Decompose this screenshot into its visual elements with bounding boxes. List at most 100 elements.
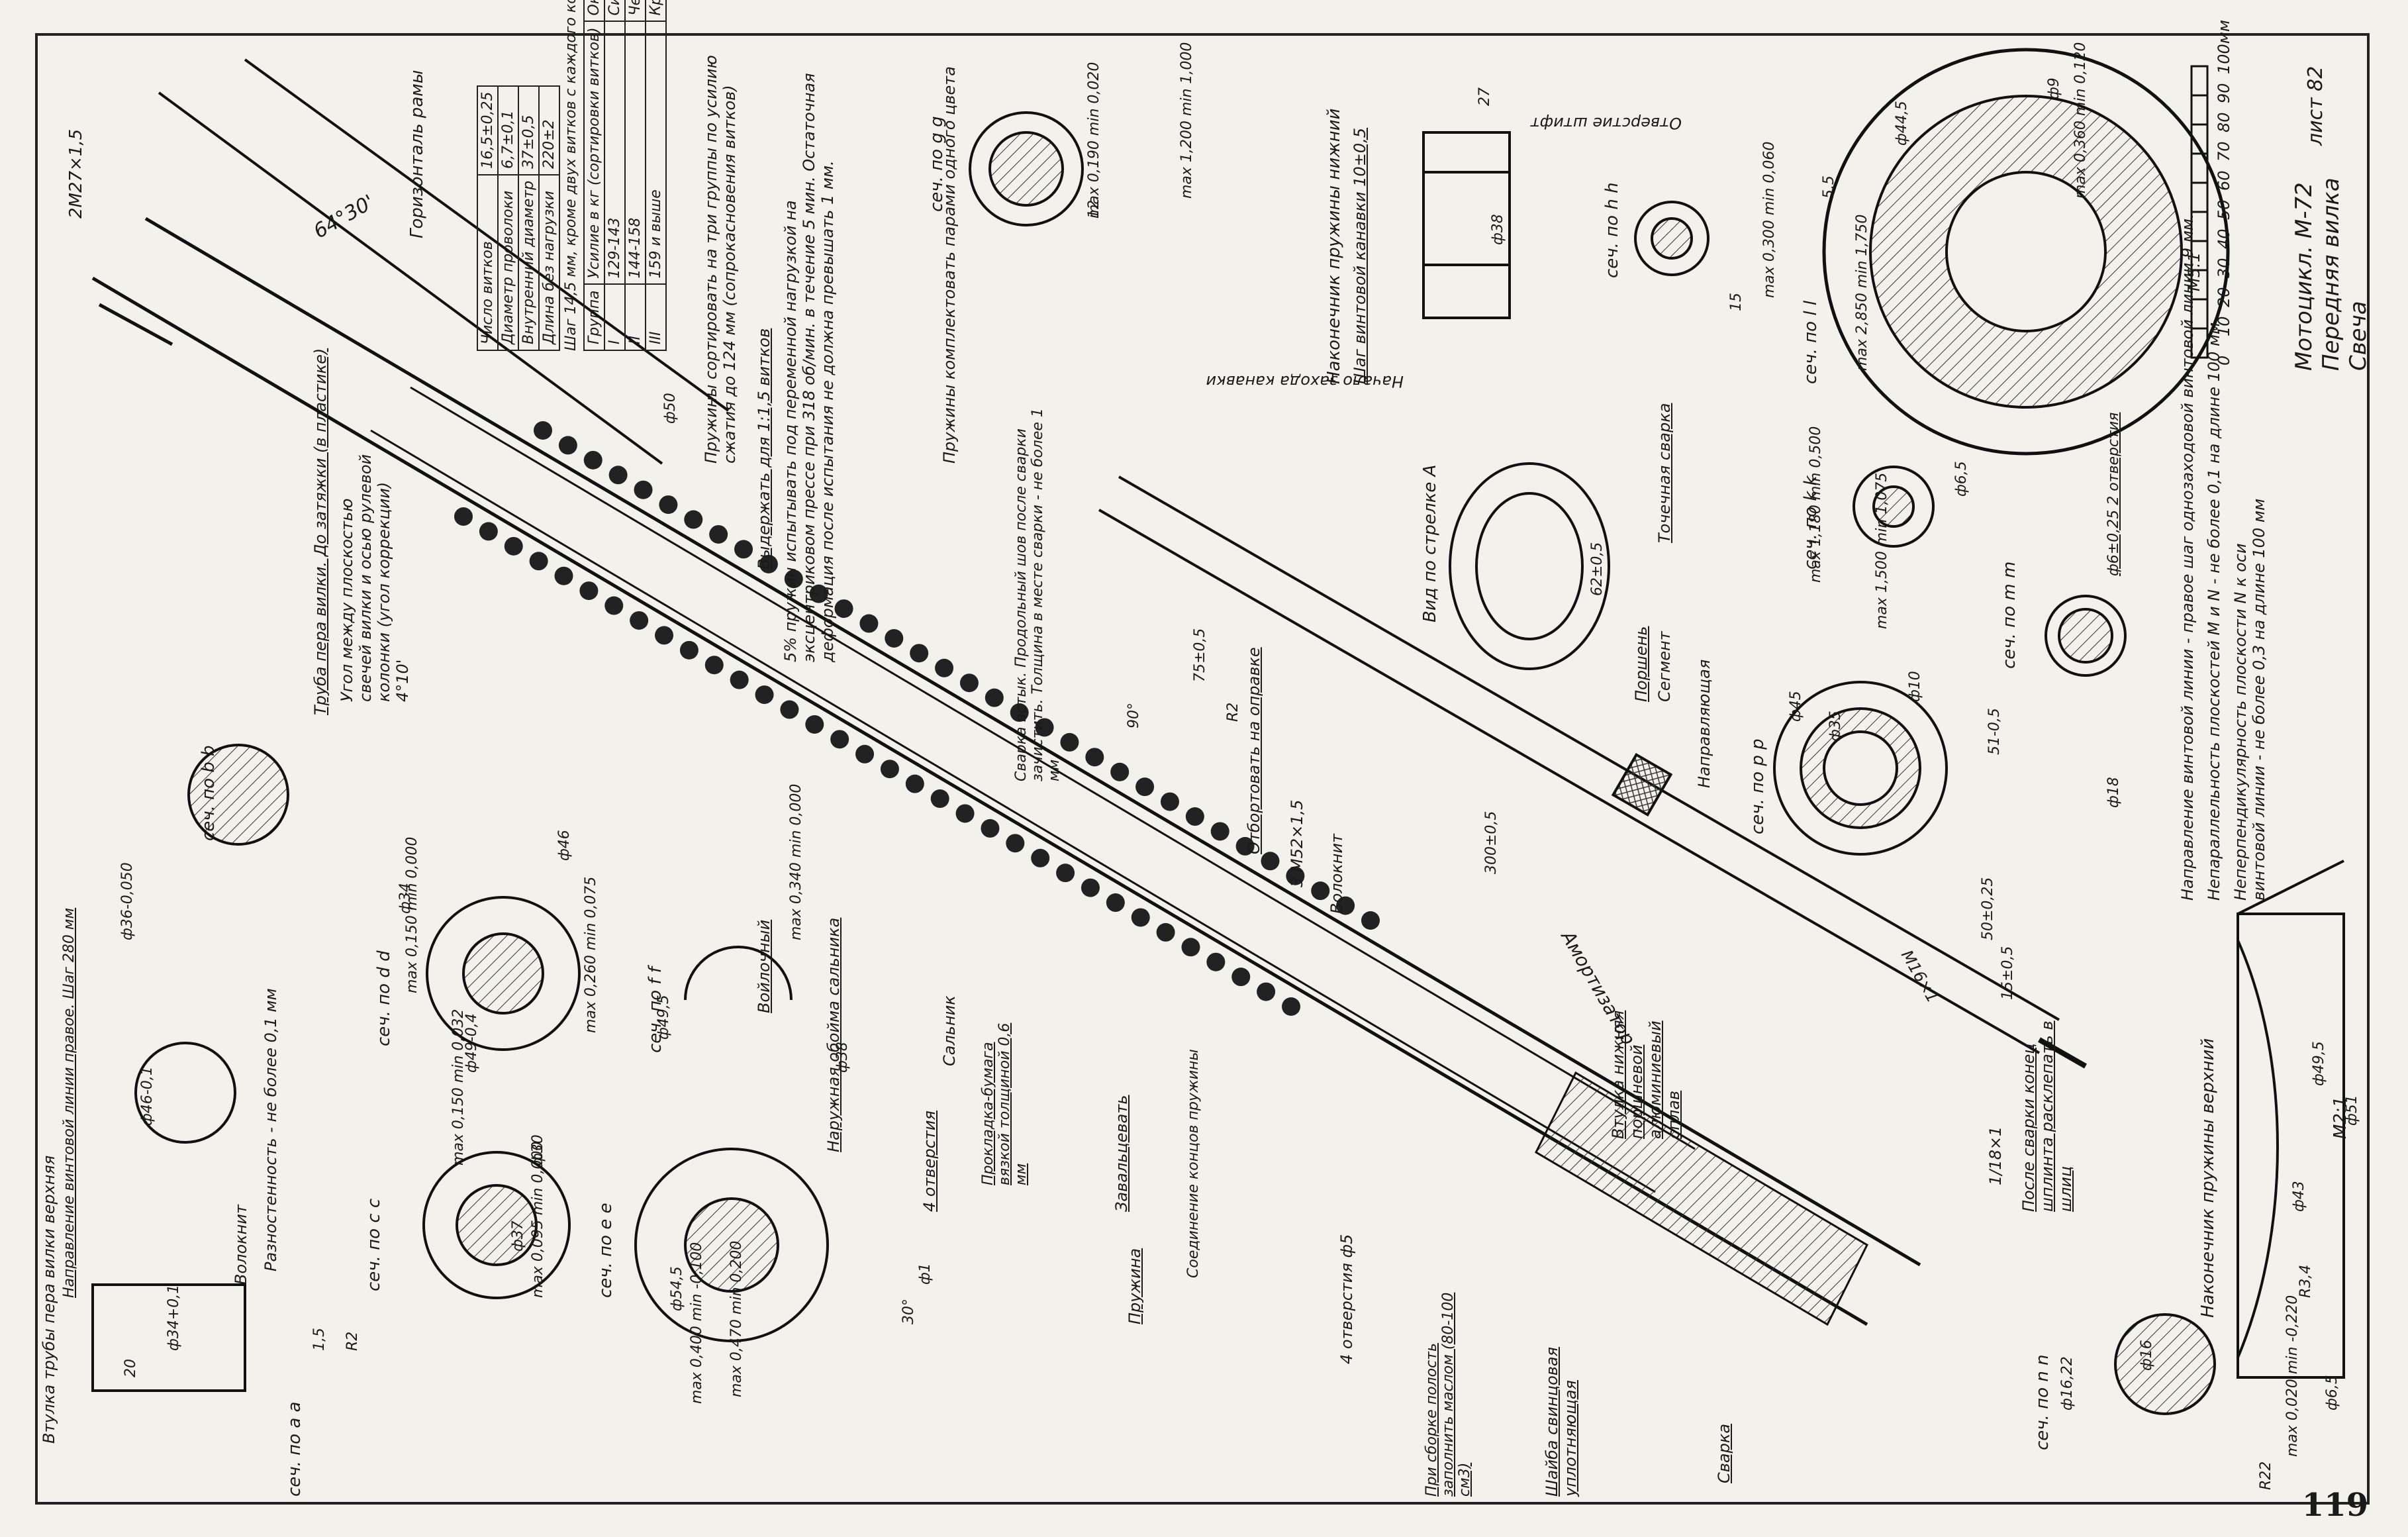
dimension-label: ф34+0,1 (166, 1284, 182, 1351)
spring-coil (1106, 893, 1125, 913)
dimension-label: max 0,020 min -0,220 (2284, 1295, 2301, 1457)
spring-label: Пружина (1126, 1248, 1144, 1324)
spring-coil (583, 450, 602, 470)
section-nn: сеч. по n n (2033, 1354, 2052, 1450)
dimension-label: ф16 (2139, 1340, 2155, 1371)
dimension-label: max 0,150 min 0,000 (404, 836, 420, 993)
section-views (91, 48, 2230, 1415)
section-hh: сеч. по h h (1602, 182, 1622, 278)
spring-coil (1261, 852, 1280, 871)
section-mm: сеч. по m m (1999, 561, 2019, 669)
holes4a-label: 4 отверстия (920, 1111, 939, 1212)
spring-coil (1257, 982, 1276, 1001)
spring-coil (1131, 908, 1150, 927)
dimension-label: 20 (122, 1359, 139, 1377)
note-frame-horizontal: Горизонталь рамы (407, 70, 427, 238)
two-holes-label: ф6±0,25 2 отверстия (2105, 412, 2122, 576)
groove-start-label: Начало захода канавки (1206, 372, 1404, 391)
bushing-top-label: Втулка трубы пера вилки верхняя (40, 1155, 58, 1444)
dimension-label: 15±0,5 (1999, 946, 2016, 1000)
spring-coil (809, 584, 828, 603)
tip-upper-label: Наконечник пружины верхний (2198, 1038, 2218, 1318)
seal-label: Сальник (940, 995, 959, 1066)
dimension-label: 27 (1476, 87, 1493, 106)
spring-coil (784, 570, 803, 589)
after-weld-label: После сварки конец шплинта расклепать в … (2019, 1020, 2075, 1212)
dimension-label: max 0,190 min 0,020 (1086, 62, 1102, 219)
dimension-label: 12 (1086, 200, 1102, 219)
dimension-label: ф36-0,050 (119, 862, 136, 940)
spring-coil (885, 628, 904, 648)
upper-spring-tip-detail (2237, 860, 2345, 1379)
weld-joint-label: Сварка встык. Продольный шов после сварк… (1013, 408, 1063, 781)
bushing-lower-label: Втулка нижняя поршневой алюминиевый спла… (1609, 1010, 1683, 1139)
guide-label: Направляющая (1695, 659, 1713, 788)
dimension-label: ф46-0,1 (139, 1066, 156, 1126)
spring-coil (930, 789, 949, 809)
spring-coil (579, 581, 599, 601)
note-hold: Выдержать для 1:1,5 витков (755, 328, 773, 570)
spring-coil (985, 688, 1004, 707)
spring-coil (1085, 748, 1104, 767)
dimension-label: max 0,470 min 0,200 (728, 1240, 745, 1397)
dimension-label: max 0,260 min 0,075 (583, 876, 599, 1033)
scale-tick-label: 60 (2215, 170, 2233, 191)
spring-coil (805, 715, 824, 734)
dimension-label: max 0,340 min 0,000 (788, 783, 804, 940)
view-a-label: Вид по стрелке A (1420, 464, 1440, 622)
spring-coil (554, 566, 573, 585)
spring-coil (834, 599, 853, 619)
spring-coil (709, 524, 728, 544)
m52-label: 3 М52×1,5 (1288, 799, 1306, 887)
groove-pitch-label: Шаг винтовой канавки 10±0,5 (1351, 127, 1369, 384)
shock-absorber (1098, 475, 2087, 1069)
bushing-note: Направление винтовой линии правое. Шаг 2… (61, 907, 77, 1298)
dimension-label: ф38 (1490, 214, 1506, 245)
title-block: Мотоцикл. М-72 Передняя вилка Свеча (2291, 177, 2372, 371)
wall-diff-label: Разностенность - не более 0,1 мм (262, 988, 280, 1271)
dimension-label: max 2,850 min 1,750 (1854, 214, 1870, 371)
spring-coil (1210, 822, 1229, 841)
note-spring-test: 5% пружин испытывать под переменной нагр… (781, 73, 837, 662)
dimension-label: ф50 (662, 393, 679, 424)
scale-tick-label: 30 (2215, 258, 2233, 278)
dimension-label: 50±0,25 (1980, 877, 1996, 940)
lower-spring-tip-detail (1422, 131, 1511, 319)
spring-coil (1056, 864, 1075, 883)
dimension-label: max 0,400 min -0,100 (689, 1242, 705, 1404)
section-aa: сеч. по a a (285, 1401, 305, 1497)
holes4b-label: 4 отверстия ф5 (1337, 1234, 1356, 1364)
spring-coil (558, 436, 577, 455)
dimension-label: ф49,5 (655, 995, 672, 1040)
dimension-label: max 1,180 min 0,500 (1807, 426, 1824, 583)
oil-label: При сборке полость заполнить маслом (80-… (1423, 1292, 1473, 1497)
section-bb: сеч. по b b (199, 745, 218, 841)
dimension-label: 75±0,5 (1192, 628, 1208, 682)
spring-coil (1160, 792, 1179, 811)
spring-coil (780, 700, 799, 719)
section-ll: сеч. по l l (1801, 300, 1821, 384)
scale-tick-label: 80 (2215, 112, 2233, 132)
section-cc: сеч. по c c (364, 1198, 384, 1291)
sheet-label: лист 82 (2304, 66, 2327, 146)
dimension-label: max 1,500 min 1,075 (1874, 472, 1890, 629)
spring-coil (704, 656, 724, 675)
dimension-label: 62±0,5 (1589, 542, 1606, 596)
roll-label: Завальцевать (1112, 1095, 1131, 1212)
spring-coil (504, 536, 523, 556)
note-parallel: Непараллельность плоскостей M и N - не б… (2205, 322, 2223, 901)
dimension-label: ф54,5 (669, 1266, 685, 1311)
spring-coil (1336, 896, 1355, 915)
dimension-label: ф49,5 (2311, 1041, 2327, 1086)
spring-coil (880, 760, 899, 779)
spring-coil (855, 744, 875, 764)
dimension-label: ф49-0,4 (463, 1013, 480, 1073)
dimension-label: 1,5 (311, 1328, 328, 1351)
wolok-label: Волокнит (1327, 834, 1346, 914)
dimension-label: 300±0,5 (1483, 811, 1500, 874)
spring-coil (955, 804, 975, 823)
dimension-label: ф30 (530, 1134, 546, 1165)
